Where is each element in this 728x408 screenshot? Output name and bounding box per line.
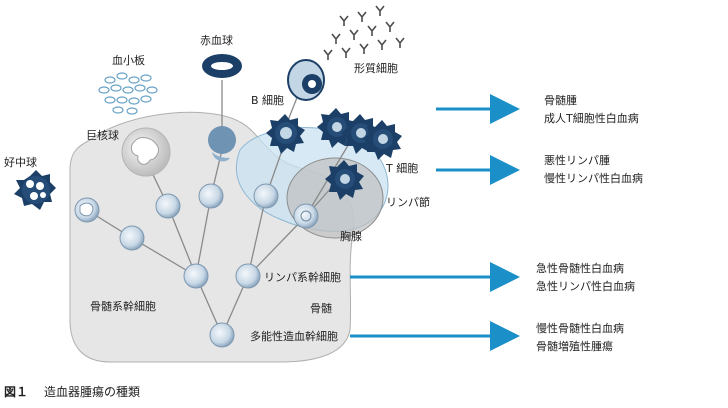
platelet-label: 血小板	[112, 53, 145, 67]
plasma-cell-icon	[287, 59, 325, 101]
red-blood-cell-label: 赤血球	[200, 33, 233, 47]
t-cell-cluster-icon	[317, 108, 402, 200]
red-blood-cell-icon	[202, 54, 242, 78]
disease-label: 悪性リンパ腫	[544, 153, 610, 167]
antibody-cluster-icon	[323, 5, 405, 60]
megakaryocyte-icon	[121, 127, 171, 177]
platelet-cluster-icon	[98, 72, 158, 115]
myeloid-stem-cell	[183, 263, 209, 289]
disease-label: 急性骨髄性白血病	[536, 261, 624, 275]
disease-label: 骨髄腫	[544, 93, 577, 107]
multipotent-stem-label: 多能性造血幹細胞	[250, 329, 338, 343]
t-cell-label: T 細胞	[385, 162, 418, 175]
b-cell-icon	[266, 114, 305, 154]
disease-label: 急性リンパ性白血病	[536, 279, 635, 293]
multipotent-stem-cell	[209, 322, 235, 348]
progenitor-cell	[155, 193, 181, 219]
reticulocyte-icon	[208, 126, 236, 162]
myeloid-stem-label: 骨髄系幹細胞	[90, 299, 156, 313]
disease-label: 慢性骨髄性白血病	[536, 321, 624, 335]
lymph-node-label: リンパ節	[386, 195, 430, 209]
progenitor-cell	[253, 183, 279, 209]
lymphoid-stem-label: リンパ系幹細胞	[264, 270, 341, 284]
b-cell-label: B 細胞	[251, 94, 284, 107]
progenitor-cell	[198, 183, 224, 209]
t-progenitor-cell	[293, 203, 319, 229]
disease-arrows	[350, 94, 520, 351]
neutrophil-label: 好中球	[4, 155, 37, 169]
neutrophil-icon	[14, 170, 56, 210]
megakaryocyte-label: 巨核球	[86, 128, 119, 142]
neutrophil-precursor-nucleus	[79, 202, 94, 217]
marrow-label: 骨髄	[310, 301, 332, 315]
thymus-label: 胸腺	[340, 229, 362, 243]
disease-label: 成人T細胞性白血病	[544, 111, 639, 125]
progenitor-cell	[119, 225, 145, 251]
figure-caption-title: 造血器腫瘍の種類	[44, 384, 140, 399]
figure-caption-number: 図１	[4, 385, 28, 399]
disease-label: 慢性リンパ性白血病	[544, 171, 643, 185]
lymphoid-stem-cell	[235, 263, 261, 289]
plasma-cell-label: 形質細胞	[354, 61, 398, 75]
disease-label: 骨髄増殖性腫瘍	[536, 339, 613, 353]
